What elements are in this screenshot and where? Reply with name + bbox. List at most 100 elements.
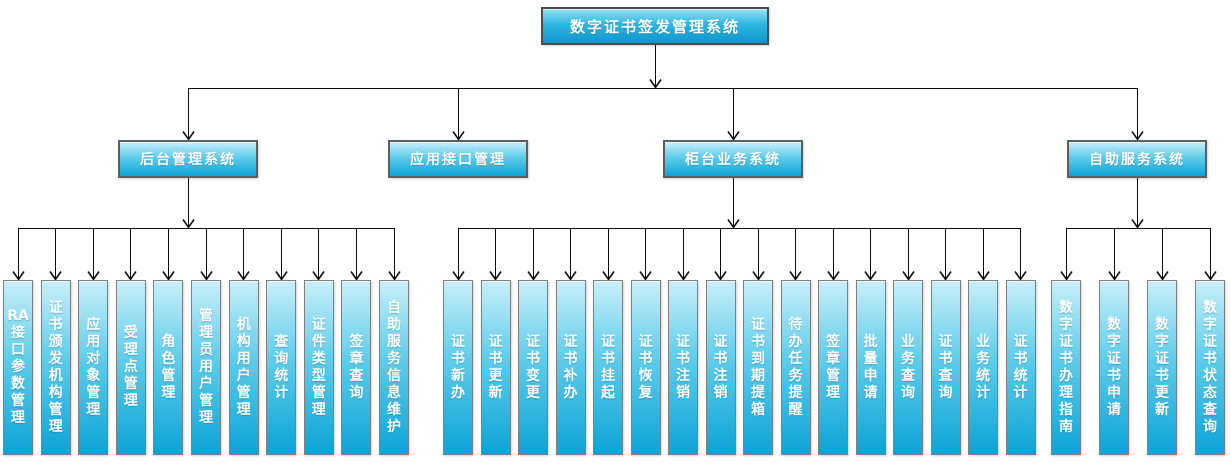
arrow-down-icon (564, 271, 577, 281)
arrow-down-icon (162, 271, 175, 281)
connector-vline (1136, 178, 1138, 226)
arrow-down-icon (1203, 271, 1217, 281)
arrow-down-icon (751, 271, 765, 281)
leaf-node-1-5: 角色管理 (153, 280, 184, 455)
connector-vline (187, 178, 189, 226)
connector-vline (1136, 88, 1138, 138)
arrow-down-icon (124, 271, 137, 281)
leaf-node-4-1: 数字证书办理指南 (1051, 280, 1081, 455)
leaf-node-1-8: 查询统计 (266, 280, 297, 455)
connector-hline (457, 227, 1021, 229)
arrow-down-icon (275, 271, 288, 281)
leaf-node-4-2: 数字证书申请 (1099, 280, 1129, 455)
arrow-down-icon (864, 271, 877, 281)
connector-vline (795, 228, 796, 278)
arrow-down-icon (1014, 271, 1027, 281)
leaf-node-1-6: 管理员用户管理 (191, 280, 221, 455)
arrow-down-icon (601, 271, 615, 281)
connector-vline (1161, 228, 1163, 278)
connector-vline (654, 45, 656, 86)
leaf-node-3-11: 签章管理 (818, 280, 848, 455)
connector-vline (945, 228, 946, 278)
branch-node-2: 应用接口管理 (388, 140, 528, 178)
leaf-node-4-3: 数字证书更新 (1147, 280, 1177, 455)
connector-vline (393, 228, 395, 278)
leaf-node-1-9: 证件类型管理 (303, 280, 334, 455)
leaf-node-3-12: 批量申请 (855, 280, 886, 455)
connector-vline (355, 228, 357, 278)
branch-node-4: 自助服务系统 (1067, 140, 1207, 178)
leaf-node-3-1: 证书新办 (443, 280, 473, 455)
arrow-down-icon (826, 271, 840, 281)
leaf-node-3-15: 业务统计 (968, 280, 998, 455)
connector-hline (1065, 227, 1211, 229)
arrow-down-icon (901, 271, 915, 281)
arrow-down-icon (939, 271, 952, 281)
connector-vline (982, 228, 984, 278)
branch-node-3: 柜台业务系统 (663, 140, 803, 178)
arrow-down-icon (726, 219, 740, 229)
arrow-down-icon (1155, 271, 1169, 281)
connector-vline (130, 228, 132, 278)
connector-vline (17, 228, 19, 278)
arrow-down-icon (639, 271, 652, 281)
arrow-down-icon (648, 79, 662, 89)
arrow-down-icon (976, 271, 990, 281)
arrow-down-icon (11, 271, 25, 281)
connector-vline (457, 88, 459, 138)
connector-vline (243, 228, 245, 278)
arrow-down-icon (489, 271, 502, 281)
leaf-node-3-16: 证书统计 (1005, 280, 1036, 455)
connector-vline (1113, 228, 1115, 278)
leaf-node-3-10: 待办任务提醒 (780, 280, 811, 455)
arrow-down-icon (181, 131, 195, 141)
connector-vline (607, 228, 609, 278)
connector-vline (55, 228, 57, 278)
connector-vline (187, 88, 189, 138)
arrow-down-icon (1130, 219, 1144, 229)
connector-vline (732, 178, 734, 226)
root-node: 数字证书签发管理系统 (541, 7, 769, 45)
arrow-down-icon (789, 271, 802, 281)
arrow-down-icon (526, 271, 540, 281)
leaf-node-3-3: 证书变更 (518, 280, 548, 455)
connector-vline (92, 228, 94, 278)
connector-vline (870, 228, 871, 278)
arrow-down-icon (726, 131, 740, 141)
connector-vline (732, 88, 734, 138)
connector-vline (532, 228, 534, 278)
leaf-node-1-10: 签章查询 (341, 280, 372, 455)
leaf-node-3-2: 证书更新 (480, 280, 511, 455)
connector-vline (1020, 228, 1021, 278)
arrow-down-icon (87, 271, 100, 281)
arrow-down-icon (1059, 271, 1073, 281)
connector-vline (757, 228, 759, 278)
connector-vline (570, 228, 571, 278)
arrow-down-icon (350, 271, 363, 281)
leaf-node-1-3: 应用对象管理 (78, 280, 109, 455)
arrow-down-icon (199, 271, 213, 281)
arrow-down-icon (181, 219, 195, 229)
arrow-down-icon (1107, 271, 1121, 281)
branch-node-1: 后台管理系统 (118, 140, 258, 178)
leaf-node-3-7: 证书注销 (668, 280, 698, 455)
arrow-down-icon (387, 271, 401, 281)
connector-vline (832, 228, 834, 278)
leaf-node-1-2: 证书颁发机构管理 (40, 280, 71, 455)
connector-vline (318, 228, 320, 278)
arrow-down-icon (49, 271, 62, 281)
leaf-node-3-6: 证书恢复 (630, 280, 661, 455)
arrow-down-icon (714, 271, 727, 281)
connector-vline (720, 228, 721, 278)
leaf-node-1-7: 机构用户管理 (228, 280, 259, 455)
leaf-node-1-1: RA接口参数管理 (3, 280, 33, 455)
connector-vline (167, 228, 169, 278)
connector-hline (187, 87, 1138, 89)
arrow-down-icon (237, 271, 250, 281)
leaf-node-3-14: 证书查询 (930, 280, 961, 455)
connector-vline (1209, 228, 1211, 278)
connector-vline (280, 228, 282, 278)
connector-vline (495, 228, 496, 278)
leaf-node-3-9: 证书到期提箱 (743, 280, 773, 455)
